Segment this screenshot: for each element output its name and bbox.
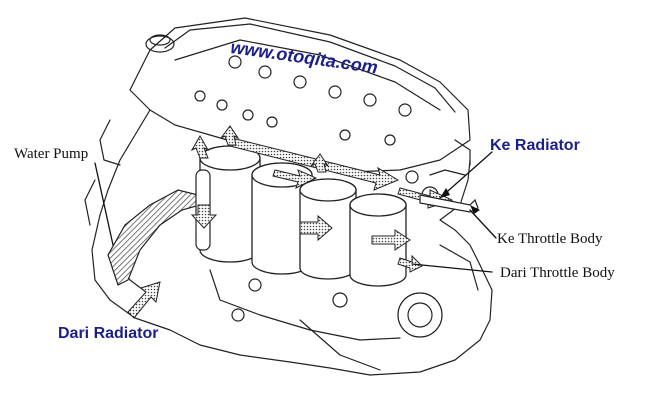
coolant-flow-arrow	[190, 134, 210, 159]
label-dari-radiator: Dari Radiator	[58, 325, 159, 342]
coolant-flow-arrow	[220, 125, 240, 146]
engine-block-outline	[91, 159, 493, 376]
coolant-flow-arrow	[310, 153, 330, 173]
coolant-flow-arrow	[272, 169, 318, 189]
leader-dari-throttle	[411, 263, 493, 273]
coolant-inlet-arrow	[127, 281, 161, 319]
label-ke-radiator: Ke Radiator	[490, 137, 580, 154]
throttle-body-pipe	[419, 194, 479, 213]
label-water-pump: Water Pump	[14, 146, 89, 162]
coolant-flow-arrow	[397, 254, 423, 273]
coolant-flow-arrow	[190, 204, 218, 229]
leader-ke-radiator	[439, 151, 493, 199]
coolant-flow-arrow	[371, 229, 411, 251]
leader-ke-throttle	[469, 209, 497, 239]
coolant-flow-arrow	[299, 214, 333, 242]
water-pump-hose	[107, 189, 201, 286]
leader-water-pump	[94, 162, 114, 246]
label-dari-throttle-body: Dari Throttle Body	[500, 265, 615, 281]
label-ke-throttle-body: Ke Throttle Body	[497, 231, 603, 247]
cylinder-head-outline	[129, 17, 471, 173]
